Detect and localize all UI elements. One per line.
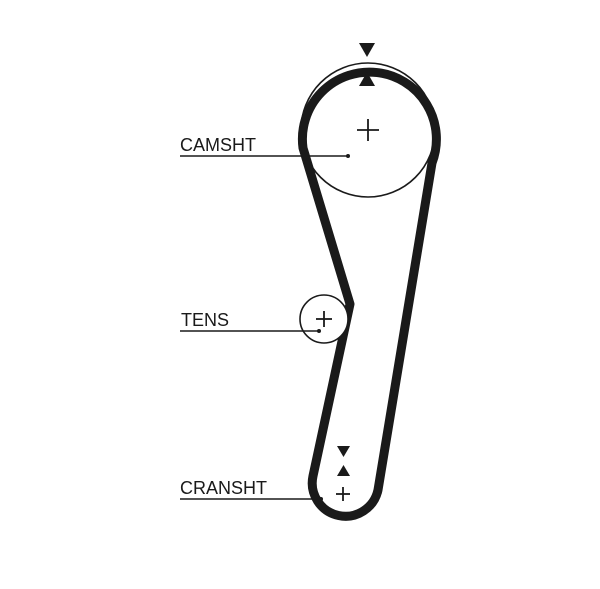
tensioner-leader-dot — [317, 329, 321, 333]
crankshaft-timing-pointer-icon — [337, 465, 350, 476]
camshaft-pulley — [300, 62, 436, 198]
crankshaft-timing-mark-icon — [337, 446, 350, 457]
camshaft-timing-mark-icon — [359, 43, 375, 57]
plus-icon — [336, 487, 350, 501]
tensioner-label: TENS — [181, 310, 229, 330]
tensioner-pulley — [299, 294, 349, 344]
crankshaft-label-group: CRANSHT — [180, 478, 323, 501]
camshaft-label-group: CAMSHT — [180, 135, 350, 158]
camshaft-label: CAMSHT — [180, 135, 256, 155]
camshaft-timing-pointer-icon — [359, 72, 375, 86]
plus-icon — [357, 119, 379, 141]
camshaft-pulley-outline — [300, 62, 436, 198]
crankshaft-leader-dot — [319, 497, 323, 501]
plus-icon — [316, 311, 332, 327]
crankshaft-pulley — [336, 487, 350, 501]
timing-belt — [297, 67, 441, 521]
crankshaft-label: CRANSHT — [180, 478, 267, 498]
tensioner-label-group: TENS — [180, 310, 321, 333]
camshaft-leader-dot — [346, 154, 350, 158]
